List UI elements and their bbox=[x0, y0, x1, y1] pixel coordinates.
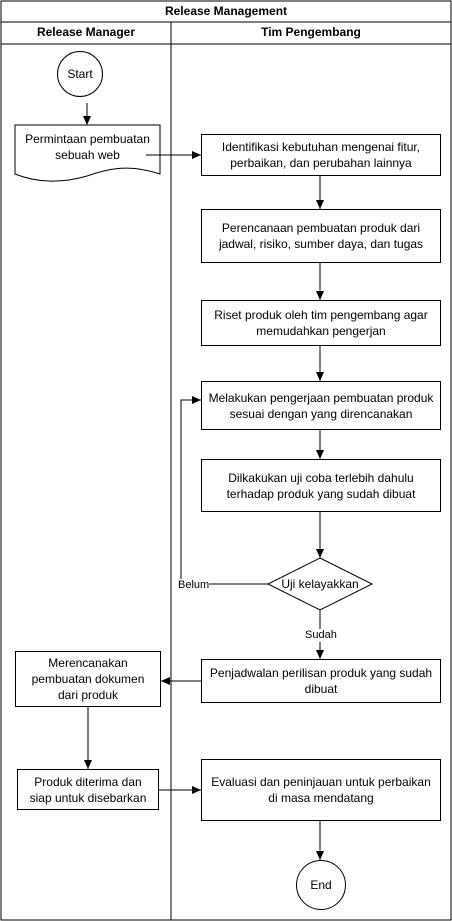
test-node: Dilkakukan uji coba terlebih dahulu terh… bbox=[201, 459, 441, 512]
end-node: End bbox=[296, 860, 346, 910]
accepted-node: Produk diterima dan siap untuk disebarka… bbox=[17, 769, 159, 810]
docs-node: Merencanakan pembuatan dokumen dari prod… bbox=[15, 651, 161, 707]
schedule-node: Penjadwalan perilisan produk yang sudah … bbox=[201, 659, 441, 703]
diagram-title: Release Management bbox=[164, 4, 288, 18]
identify-node: Identifikasi kebutuhan mengenai fitur, p… bbox=[201, 134, 441, 176]
research-node: Riset produk oleh tim pengembang agar me… bbox=[201, 300, 441, 346]
lane-header-left: Release Manager bbox=[36, 25, 136, 39]
edge-decision-no bbox=[180, 396, 268, 585]
plan-node: Perencanaan pembuatan produk dari jadwal… bbox=[201, 209, 441, 263]
evaluate-node: Evaluasi dan peninjauan untuk perbaikan … bbox=[201, 759, 441, 821]
request-node: Permintaan pembuatan sebuah web bbox=[25, 132, 150, 162]
edge-label-yes: Sudah bbox=[305, 629, 337, 642]
lane-header-right: Tim Pengembang bbox=[261, 25, 361, 39]
edge-label-no: Belum bbox=[178, 579, 210, 592]
request-document-shape bbox=[14, 124, 161, 182]
work-node: Melakukan pengerjaan pembuatan produk se… bbox=[201, 381, 441, 430]
decision-node: Uji kelayakkan bbox=[281, 577, 359, 591]
start-node: Start bbox=[57, 51, 103, 97]
